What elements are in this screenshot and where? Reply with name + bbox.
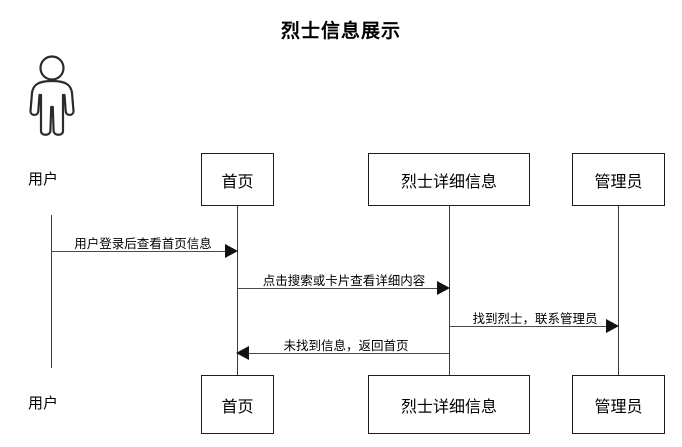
message-label-1: 用户登录后查看首页信息 <box>74 236 212 251</box>
page-title: 烈士信息展示 <box>280 20 401 42</box>
message-line-1 <box>51 251 231 252</box>
participant-box-martyr-detail-top[interactable]: 烈士详细信息 <box>368 153 530 206</box>
message-arrowhead-3 <box>606 319 619 333</box>
message-label-2: 点击搜索或卡片查看详细内容 <box>262 273 426 288</box>
message-line-4 <box>243 353 449 354</box>
participant-box-admin-top[interactable]: 管理员 <box>572 153 665 206</box>
message-line-2 <box>237 288 443 289</box>
participant-label: 管理员 <box>594 171 643 191</box>
participant-label: 管理员 <box>594 396 643 416</box>
participant-label: 烈士详细信息 <box>400 396 497 416</box>
participant-box-martyr-detail-bottom[interactable]: 烈士详细信息 <box>368 375 530 434</box>
message-label-3: 找到烈士，联系管理员 <box>472 311 598 326</box>
lifeline-user <box>51 215 52 368</box>
message-label-4: 未找到信息，返回首页 <box>283 338 409 353</box>
message-arrowhead-4 <box>236 346 249 360</box>
message-line-3 <box>449 326 612 327</box>
person-actor-icon <box>22 55 82 140</box>
message-arrowhead-2 <box>437 281 450 295</box>
participant-label: 烈士详细信息 <box>400 171 497 191</box>
participant-label: 首页 <box>221 171 254 191</box>
lifeline-home <box>237 205 238 377</box>
actor-label-bottom: 用户 <box>28 394 59 412</box>
participant-box-admin-bottom[interactable]: 管理员 <box>572 375 665 434</box>
participant-box-home-top[interactable]: 首页 <box>201 153 274 206</box>
actor-label-top: 用户 <box>28 170 59 188</box>
participant-label: 首页 <box>221 396 254 416</box>
lifeline-admin <box>618 205 619 377</box>
participant-box-home-bottom[interactable]: 首页 <box>201 375 274 434</box>
message-arrowhead-1 <box>225 244 238 258</box>
